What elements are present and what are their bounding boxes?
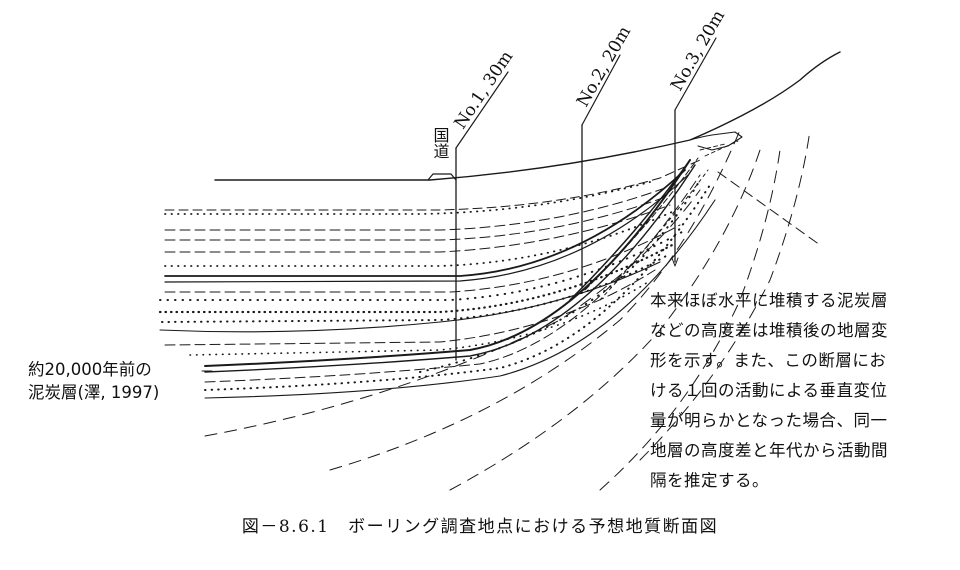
deep-curve-6: [717, 171, 821, 246]
fault-line-3: [599, 169, 709, 301]
road-label: 国道: [431, 127, 450, 159]
road-marker: [427, 173, 457, 181]
deep-curve-1: [204, 189, 701, 437]
explanation-text: 本来ほぼ水平に堆積する泥炭層 などの高度差は堆積後の地層変 形を示す。また、この…: [650, 286, 950, 496]
borehole-3-leader: [674, 37, 717, 111]
deep-curve-4: [599, 149, 781, 491]
scarp-detail-2: [699, 140, 739, 157]
layer-dash-6: [164, 269, 656, 346]
layer-dots-1: [164, 181, 651, 215]
explanation-line: 隔を推定する。: [650, 471, 769, 490]
peat-layer-1: [204, 159, 691, 367]
borehole-1-label: No.1, 30m: [451, 47, 518, 132]
layer-dash-2: [164, 187, 666, 231]
layer-label-line2: 泥炭層(澤, 1997): [28, 383, 159, 402]
layer-dots-7: [204, 184, 711, 391]
layer-dots-3: [159, 231, 683, 301]
layer-dots-2: [164, 211, 673, 267]
layer-dash-3: [164, 195, 669, 241]
deep-curve-5: [639, 129, 811, 461]
explanation-line: ける１回の活動による垂直変位: [650, 381, 888, 400]
ground-surface: [214, 51, 841, 181]
deep-curve-2: [329, 129, 741, 471]
layer-dash-7: [204, 174, 701, 383]
borehole-3-label: No.3, 20m: [667, 7, 729, 95]
explanation-line: 量が明らかとなった場合、同一: [650, 411, 888, 430]
borehole-1-leader: [455, 71, 509, 149]
borehole-2-label: No.2, 20m: [573, 23, 635, 111]
explanation-line: 本来ほぼ水平に堆積する泥炭層: [650, 291, 888, 310]
layer-base: [204, 199, 716, 399]
deep-curve-3: [449, 149, 761, 491]
figure-caption: 図－8.6.1 ボーリング調査地点における予想地質断面図: [241, 517, 719, 537]
layer-solid-1: [164, 169, 686, 277]
fault-line-1: [569, 159, 691, 301]
layer-label-line1: 約20,000年前の: [28, 360, 152, 379]
fault-line-2: [584, 157, 699, 291]
borehole-2-leader: [581, 54, 621, 126]
layer-dash-5: [164, 224, 681, 293]
layer-dots-4: [158, 242, 676, 314]
borehole-3-arrow: [671, 257, 679, 267]
layer-dash-4: [164, 204, 671, 253]
explanation-line: 地層の高度差と年代から活動間: [650, 441, 888, 460]
peat-layer-2: [204, 164, 696, 373]
layer-dash-1: [164, 159, 701, 211]
scarp-detail: [689, 131, 743, 151]
explanation-line: などの高度差は堆積後の地層変: [650, 321, 888, 340]
explanation-line: 形を示す。また、この断層にお: [650, 351, 887, 370]
